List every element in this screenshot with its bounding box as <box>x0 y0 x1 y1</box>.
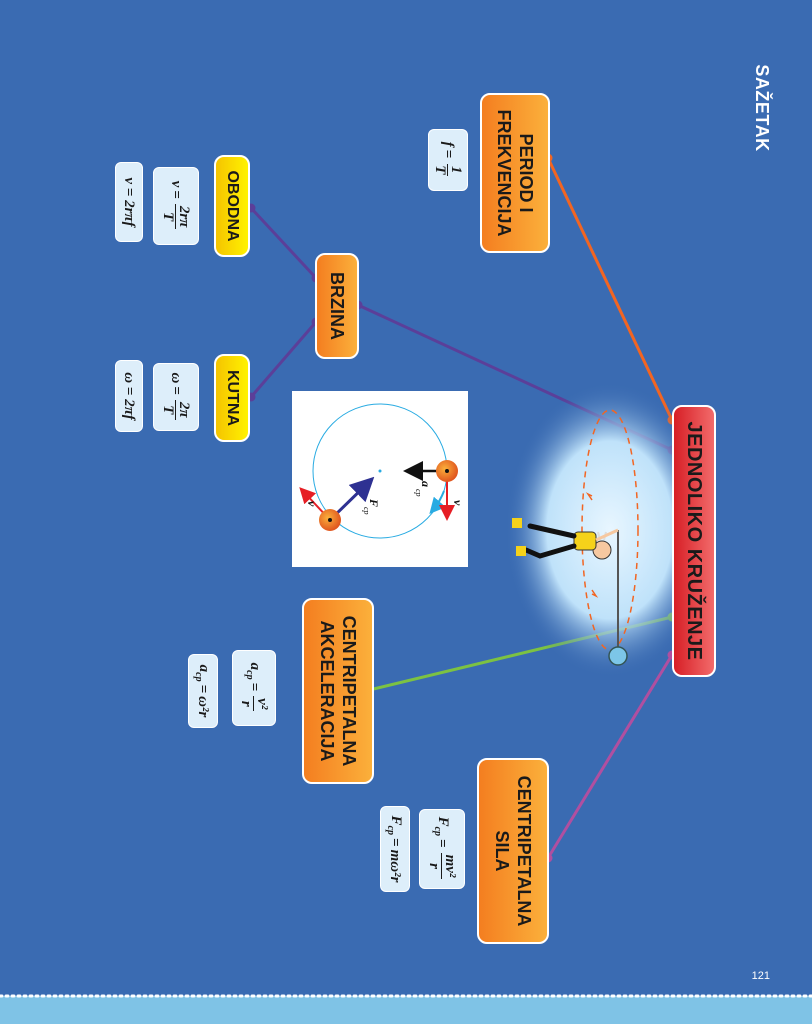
page-footer-band <box>0 994 812 1024</box>
central-node-label: JEDNOLIKO KRUŽENJE <box>683 421 706 661</box>
centripetal-acceleration-node: CENTRIPETALNA AKCELERACIJA <box>302 598 374 784</box>
kutna-formula-1-num: 2π <box>175 399 193 420</box>
velocity-label-top: v <box>451 500 465 506</box>
force-formula-2: Fcp = mω²r <box>380 806 410 892</box>
acceleration-formula-2-sub: cp <box>193 672 205 682</box>
force-formula-2-rhs: mω²r <box>387 849 404 883</box>
acceleration-formula-2-rhs: ω²r <box>195 696 212 718</box>
force-formula-1-den: r <box>426 863 443 869</box>
force-formula-1: Fcp = mv² r <box>419 809 465 889</box>
period-connector <box>546 157 674 421</box>
central-node-uniform-circular-motion: JEDNOLIKO KRUŽENJE <box>672 405 716 677</box>
kutna-connector <box>249 321 318 398</box>
page-heading-text: SAŽETAK <box>752 64 773 152</box>
force-formula-1-sub: cp <box>432 826 444 837</box>
circular-motion-svg: v a cp F cp v <box>299 403 465 539</box>
kutna-node: KUTNA <box>214 354 250 442</box>
center-point <box>378 469 382 473</box>
obodna-node: OBODNA <box>214 155 250 257</box>
force-label-line2: SILA <box>492 830 512 872</box>
force-formula-1-lhs: F <box>435 816 452 827</box>
obodna-formula-1-lhs: v <box>168 180 185 188</box>
acceleration-formula-1-num: v² <box>253 696 271 712</box>
kutna-formula-1-den: T <box>160 405 177 415</box>
period-label-line2: FREKVENCIJA <box>494 109 514 237</box>
circular-motion-figure: v a cp F cp v <box>292 391 468 567</box>
kutna-formula-2: ω = 2πf <box>115 360 143 432</box>
page-heading: SAŽETAK <box>750 64 774 151</box>
period-formula-lhs: f <box>440 141 457 147</box>
page-number: 121 <box>751 970 770 982</box>
footer-dotted-edge <box>0 994 812 998</box>
acceleration-label-line2: AKCELERACIJA <box>317 620 337 762</box>
acceleration-label-line1: CENTRIPETALNA <box>339 615 359 767</box>
period-label-line1: PERIOD I <box>516 133 536 213</box>
obodna-formula-2: v = 2rπf <box>115 162 143 242</box>
velocity-node: BRZINA <box>315 253 359 359</box>
force-connector <box>546 654 674 859</box>
velocity-label: BRZINA <box>327 272 347 340</box>
acceleration-sub-label: cp <box>414 489 423 497</box>
kutna-formula-2-text: ω = 2πf <box>121 372 138 420</box>
acceleration-label: a <box>419 481 433 487</box>
kutna-formula-1: ω = 2π T <box>153 363 199 431</box>
force-formula-2-lhs: F <box>388 815 405 826</box>
velocity-label-bottom: v <box>305 501 319 507</box>
centripetal-force-node: CENTRIPETALNA SILA <box>477 758 549 944</box>
acceleration-formula-2: acp = ω²r <box>188 654 218 728</box>
obodna-formula-2-text: v = 2rπf <box>121 177 138 227</box>
force-label-line1: CENTRIPETALNA <box>514 775 534 927</box>
kutna-formula-1-lhs: ω <box>168 372 185 384</box>
period-formula-den: T <box>432 165 449 175</box>
kutna-label: KUTNA <box>224 370 241 426</box>
period-frequency-node: PERIOD I FREKVENCIJA <box>480 93 550 253</box>
hammer-ball <box>608 646 628 666</box>
hammer-throw-illustration <box>505 382 715 678</box>
obodna-label: OBODNA <box>224 170 241 242</box>
acceleration-formula-1-den: r <box>238 700 255 707</box>
obodna-formula-1-den: T <box>160 212 177 222</box>
force-formula-2-sub: cp <box>385 825 397 836</box>
obodna-formula-1-num: 2rπ <box>175 203 193 230</box>
period-formula: f = 1 T <box>428 129 468 191</box>
period-formula-num: 1 <box>447 164 465 176</box>
obodna-formula-1: v = 2rπ T <box>153 167 199 245</box>
athlete-figure <box>512 518 619 560</box>
force-label: F <box>367 498 381 507</box>
force-formula-1-num: mv² <box>441 852 459 880</box>
force-sub-label: cp <box>362 507 371 515</box>
acceleration-formula-1-sub: cp <box>244 670 256 680</box>
acceleration-formula-1: acp = v² r <box>232 650 276 726</box>
period-formula-fraction: 1 T <box>432 163 465 176</box>
obodna-connector <box>249 206 318 280</box>
